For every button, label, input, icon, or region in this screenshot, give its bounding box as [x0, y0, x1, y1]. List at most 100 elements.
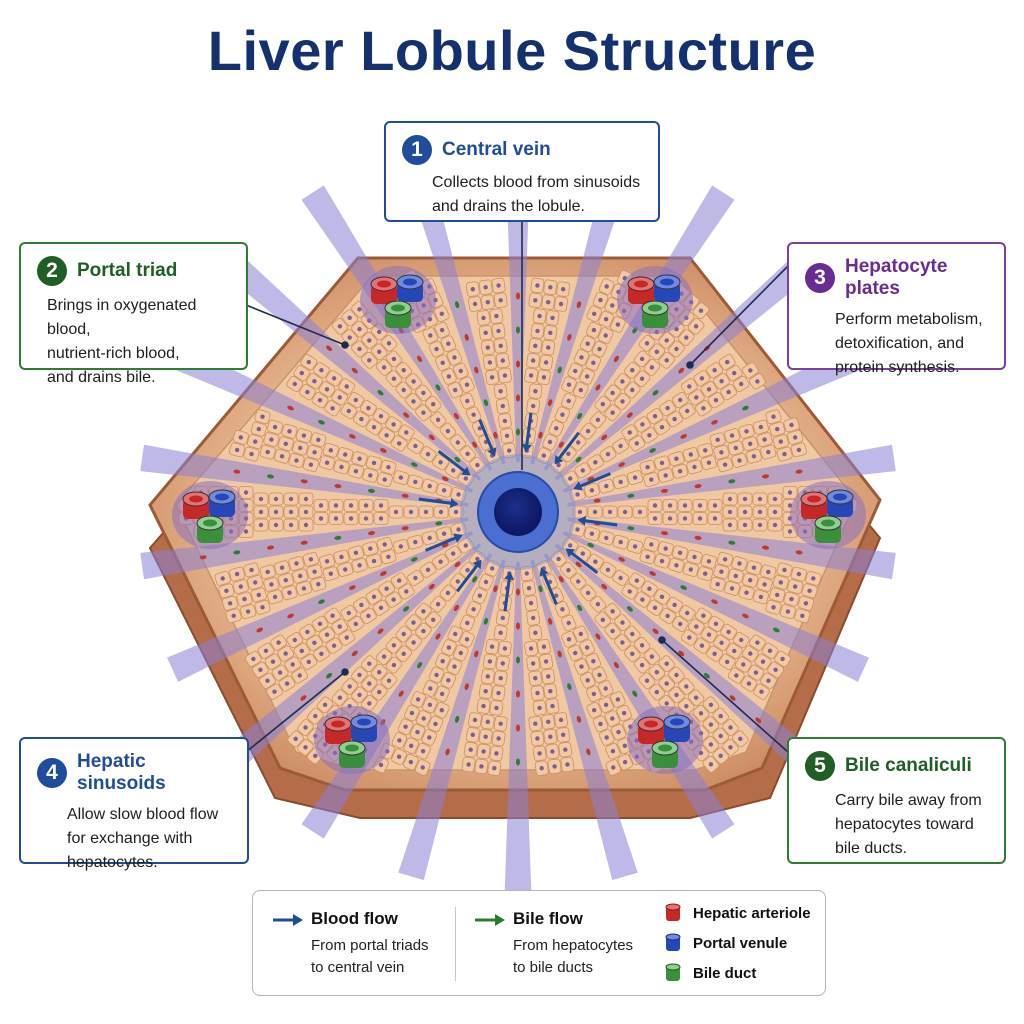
sinusoid-channel	[554, 253, 814, 481]
desc-line: and drains bile.	[47, 369, 156, 386]
hepatocyte-nucleus	[393, 509, 399, 515]
hepatocyte-nucleus	[446, 645, 452, 650]
hepatocyte-nucleus	[298, 445, 303, 451]
hepatocyte-nucleus	[727, 496, 733, 502]
blood-cell	[711, 599, 718, 605]
hepatocyte-nucleus	[238, 584, 243, 589]
hepatocyte-plates-group	[178, 269, 858, 776]
blood-cell	[627, 493, 635, 498]
hepatocyte-nucleus	[377, 670, 382, 675]
hepatocyte-nucleus	[767, 648, 773, 653]
hepatocyte-nucleus	[465, 620, 470, 626]
hepatocyte-nucleus	[751, 565, 757, 570]
blood-cell	[464, 683, 469, 691]
hepatocyte-nucleus	[719, 450, 724, 455]
hepatocyte-nucleus	[258, 522, 264, 528]
hepatocyte-nucleus	[541, 644, 547, 649]
hepatocyte-nucleus	[652, 414, 658, 419]
desc-line: Collects blood from sinusoids	[432, 174, 641, 191]
hepatocyte-nucleus	[793, 584, 798, 589]
hepatocyte-nucleus	[579, 664, 584, 669]
triad-vessel-opening	[634, 280, 648, 288]
hepatocyte-nucleus	[411, 399, 416, 404]
triad-vessel-opening	[644, 720, 658, 728]
hepatocyte-nucleus	[357, 692, 362, 698]
hepatocyte-nucleus	[283, 578, 288, 583]
hepatocyte-nucleus	[346, 408, 351, 414]
hepatocyte-nucleus	[434, 672, 439, 678]
blood-cell	[401, 526, 409, 531]
hepatocyte-nucleus	[592, 311, 597, 316]
hepatocyte-nucleus	[258, 509, 264, 515]
hepatocyte-nucleus	[697, 516, 703, 521]
hepatocyte-nucleus	[610, 410, 615, 415]
hepatocyte-nucleus	[445, 590, 451, 596]
triad-vessel-opening	[357, 718, 371, 726]
blood-cell	[441, 476, 449, 482]
hepatocyte-nucleus	[427, 535, 432, 541]
hepatocyte-nucleus	[483, 579, 489, 585]
hepatocyte-nucleus	[701, 406, 706, 411]
hepatocyte-nucleus	[568, 476, 573, 481]
hepatocyte-nucleus	[312, 569, 317, 574]
hepatocyte-nucleus	[498, 389, 503, 394]
hepatocyte-nucleus	[664, 358, 669, 363]
blood-cell	[577, 412, 583, 420]
hepatocyte-nucleus	[425, 452, 431, 457]
hepatocyte-nucleus	[316, 582, 321, 587]
hepatocyte-nucleus	[428, 333, 433, 338]
hepatocyte-nucleus	[485, 719, 490, 724]
triad-vessel-opening	[670, 718, 684, 726]
hepatocyte-nucleus	[384, 433, 389, 438]
blood-cell	[547, 399, 553, 407]
hepatocyte-nucleus	[273, 496, 279, 502]
hepatocyte-nucleus	[738, 736, 743, 741]
blood-cell	[516, 292, 520, 300]
sinusoid-channel	[140, 444, 469, 507]
blood-flow-arrow	[554, 431, 580, 464]
blood-cell	[516, 326, 520, 334]
triad-vessel-opening	[189, 495, 203, 503]
hepatocyte-nucleus	[492, 766, 497, 771]
hepatocyte-nucleus	[672, 602, 677, 608]
hepatocyte-nucleus	[413, 479, 418, 485]
hepatocyte-nucleus	[242, 596, 247, 602]
hepatocyte-nucleus	[591, 327, 597, 333]
hepatocyte-nucleus	[357, 672, 362, 678]
blood-cell	[557, 366, 562, 374]
hepatocyte-nucleus	[713, 621, 719, 626]
hepatocyte-nucleus	[378, 605, 384, 610]
hepatocyte-nucleus	[456, 527, 461, 532]
hepatocyte-nucleus	[807, 588, 812, 593]
blood-cell	[516, 394, 520, 402]
blood-cell	[454, 561, 461, 568]
hepatocyte-nucleus	[308, 557, 314, 562]
hepatocyte-nucleus	[674, 563, 679, 568]
legend-line: From hepatocytes	[513, 937, 634, 954]
blood-cell	[334, 535, 342, 540]
hepatocyte-nucleus	[591, 360, 596, 365]
hepatocyte-nucleus	[363, 503, 369, 508]
hepatocyte-nucleus	[719, 379, 724, 384]
hepatocyte-nucleus	[604, 483, 609, 489]
hepatocyte-nucleus	[579, 355, 584, 360]
legend-divider	[455, 907, 456, 981]
blood-cell	[795, 469, 803, 474]
hepatocyte-nucleus	[620, 379, 625, 384]
desc-line: Brings in oxygenated blood,	[47, 297, 197, 338]
hepatocyte-nucleus	[471, 412, 476, 417]
hepatocyte-nucleus	[578, 387, 583, 393]
hepatocyte-nucleus	[622, 759, 628, 765]
blood-cell	[762, 545, 769, 550]
blood-cell	[613, 661, 619, 669]
hepatocyte-nucleus	[535, 328, 540, 334]
hepatocyte-nucleus	[603, 333, 608, 338]
bile-flow-arrow-icon	[475, 913, 505, 926]
hepatocyte-nucleus	[742, 496, 748, 502]
hepatocyte-nucleus	[382, 477, 387, 482]
triad-vessel-opening	[377, 280, 391, 288]
hepatocyte-nucleus	[366, 405, 371, 411]
hepatocyte-nucleus	[584, 374, 590, 379]
hepatocyte-nucleus	[773, 667, 778, 672]
hepatocyte-nucleus	[546, 674, 551, 679]
